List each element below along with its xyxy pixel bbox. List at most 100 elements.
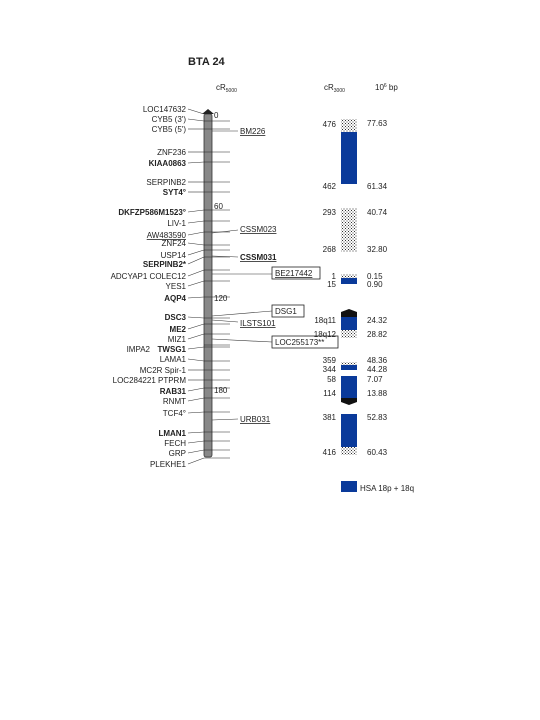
gene-label: MC2R Spir-1 [140, 366, 187, 375]
gene-label: CYB5 (3') [152, 115, 187, 124]
gene-label: MIZ1 [168, 335, 187, 344]
gene-leader-line [187, 387, 205, 392]
scale-tick-0: 0 [214, 111, 219, 120]
map-title: BTA 24 [188, 56, 226, 68]
gene-label: AW483590 [147, 231, 187, 240]
comparative-header: cR3000 [324, 83, 345, 94]
gene-label: SYT4° [163, 188, 186, 197]
gene-leader-lines [187, 108, 205, 465]
gene-leader-line [187, 323, 205, 330]
rh-header-main: cR [216, 83, 226, 92]
gene-leader-line [187, 449, 205, 454]
block-5-hatch [341, 362, 357, 365]
gene-label: ZNF24 [162, 239, 187, 248]
cr-value-15: 15 [327, 280, 336, 289]
gene-label: IMPA2 [127, 345, 151, 354]
gene-label: LIV-1 [167, 219, 186, 228]
gene-label: LOC284221 PTPRM [113, 376, 187, 385]
bp-value-13-88: 13.88 [367, 389, 388, 398]
gene-leader-line [187, 358, 205, 362]
scale-tick-120: 120 [214, 294, 228, 303]
cr-value-293: 293 [323, 208, 337, 217]
cr-value-462: 462 [323, 182, 337, 191]
rh-header-sub: 5000 [226, 88, 237, 94]
bp-value-48-36: 48.36 [367, 356, 388, 365]
block-5-solid [341, 362, 357, 370]
bp-value-60-43: 60.43 [367, 448, 388, 457]
gene-label: AQP4 [164, 294, 186, 303]
block-7-solid [341, 414, 357, 448]
gene-label: DKFZP586M1523° [118, 208, 186, 217]
gene-leader-line [187, 316, 205, 319]
gene-label: USP14 [161, 251, 187, 260]
cr-value-114: 114 [323, 389, 336, 398]
gene-leader-line [187, 280, 205, 287]
marker-be217442: BE217442 [275, 269, 313, 278]
gene-label: SERPINB2 [146, 178, 186, 187]
gene-leader-line [187, 411, 205, 414]
block-2-hatch [341, 208, 357, 252]
cr-value-416: 416 [323, 448, 337, 457]
block-4-hatch [341, 330, 357, 338]
gene-leader-line [187, 108, 205, 115]
comparative-values: 476 462 293 268 1 15 18q11 18q12 359 344… [314, 119, 388, 457]
gene-leader-line [187, 256, 205, 265]
gene-label: ZNF236 [157, 148, 186, 157]
scale-tick-180: 180 [214, 386, 228, 395]
gene-label: ADCYAP1 COLEC12 [111, 272, 187, 281]
gene-label: YES1 [166, 282, 187, 291]
gene-label: ME2 [170, 325, 187, 334]
gene-label: GRP [169, 449, 186, 458]
bp-value-40-74: 40.74 [367, 208, 388, 217]
block-7-hatch [341, 447, 357, 455]
marker-urb031: URB031 [240, 415, 271, 424]
gene-label: LMAN1 [158, 429, 186, 438]
scale-ticks: 0 60 120 180 [214, 111, 228, 395]
cr-value-18q12: 18q12 [314, 330, 337, 339]
gene-leader-line [187, 440, 205, 444]
bp-value-0-15: 0.15 [367, 272, 383, 281]
gene-leader-line [187, 231, 205, 236]
cr-value-1: 1 [332, 272, 337, 281]
marker-cssm023: CSSM023 [240, 225, 277, 234]
cr-value-58: 58 [327, 375, 336, 384]
cr-value-18q11: 18q11 [314, 316, 336, 325]
centromere-top [341, 309, 357, 317]
chromosome-bar [202, 109, 214, 458]
block-4-solid [341, 317, 357, 331]
gene-label: CYB5 (5') [152, 125, 187, 134]
cr-value-359: 359 [323, 356, 337, 365]
block-1-solid [341, 132, 357, 184]
gene-leader-line [187, 220, 205, 224]
gene-label: LOC147632 [143, 105, 187, 114]
cr-value-268: 268 [323, 245, 337, 254]
cr-value-476: 476 [323, 120, 337, 129]
chromosome-bands [204, 120, 230, 459]
marker-labels: BM226 CSSM023 CSSM031 BE217442 DSG1 ILST… [211, 127, 339, 424]
gene-leader-line [187, 242, 205, 246]
block-3-hatch [341, 274, 357, 278]
block-1-hatch [341, 119, 357, 132]
bp-value-28-82: 28.82 [367, 330, 388, 339]
gene-label: TWSG1 [158, 345, 187, 354]
gene-label: PLEKHE1 [150, 460, 187, 469]
marker-cssm031: CSSM031 [240, 253, 277, 262]
gene-leader-line [187, 333, 205, 340]
gene-label: FECH [164, 439, 186, 448]
gene-leader-line [187, 161, 205, 164]
marker-loc255173: LOC255173** [275, 338, 324, 347]
bp-value-24-32: 24.32 [367, 316, 388, 325]
marker-bm226: BM226 [240, 127, 266, 136]
bp-header-main: 10 [375, 83, 384, 92]
comparative-header-main: cR [324, 83, 334, 92]
gene-leader-line [187, 431, 205, 434]
legend: HSA 18p + 18q [341, 481, 414, 493]
cr-value-344: 344 [323, 365, 337, 374]
scale-tick-60: 60 [214, 202, 223, 211]
legend-label: HSA 18p + 18q [360, 484, 414, 493]
bp-value-77-63: 77.63 [367, 119, 388, 128]
gene-leader-line [187, 269, 205, 277]
block-3-solid [341, 274, 357, 284]
